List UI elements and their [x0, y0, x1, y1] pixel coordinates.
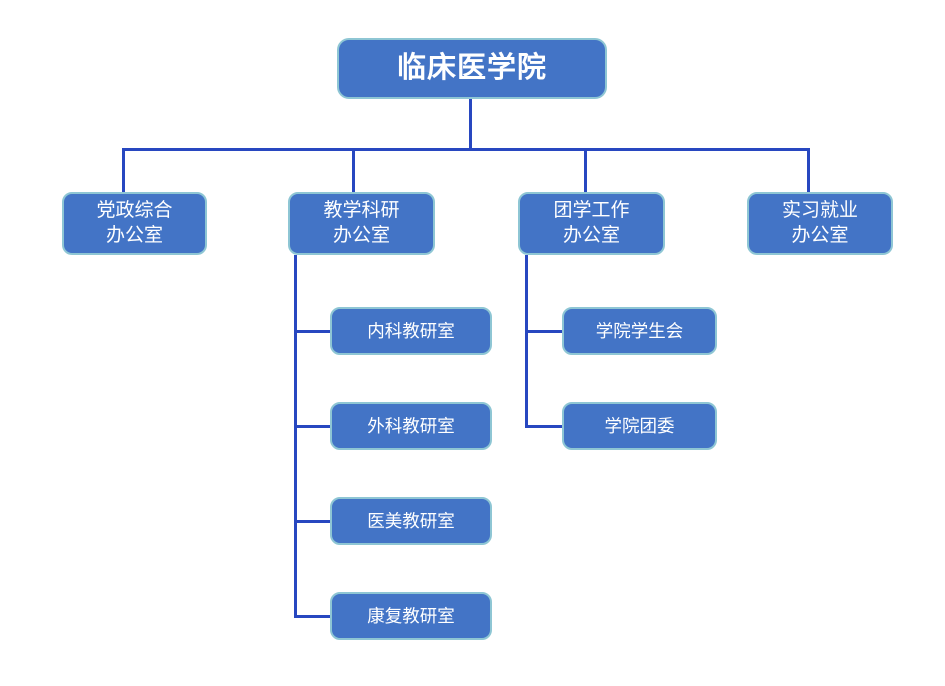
box-root-clinical-medical-college: 临床医学院 — [337, 38, 607, 99]
connector-youth-league-spine — [524, 255, 528, 428]
connector-elbow-internal-medicine — [293, 329, 332, 333]
connector-elbow-league-committee — [524, 424, 564, 428]
connector-root-drop — [468, 98, 472, 150]
box-dept-youth-league-office: 团学工作 办公室 — [518, 192, 665, 255]
connector-drop-party-admin — [121, 147, 125, 193]
connector-drop-internship — [806, 147, 810, 193]
connector-drop-youth-league — [583, 147, 587, 193]
box-surgery-teaching-section: 外科教研室 — [330, 402, 492, 450]
box-dept-teaching-research-office: 教学科研 办公室 — [288, 192, 435, 255]
box-college-student-union: 学院学生会 — [562, 307, 717, 355]
box-medical-aesthetics-teaching-section: 医美教研室 — [330, 497, 492, 545]
box-college-league-committee: 学院团委 — [562, 402, 717, 450]
box-dept-party-admin-office: 党政综合 办公室 — [62, 192, 207, 255]
connector-elbow-medical-aesthetics — [293, 519, 332, 523]
box-rehabilitation-teaching-section: 康复教研室 — [330, 592, 492, 640]
connector-teaching-research-spine — [293, 255, 297, 618]
box-dept-internship-employment-office: 实习就业 办公室 — [747, 192, 893, 255]
connector-drop-teaching-research — [351, 147, 355, 193]
connector-elbow-surgery — [293, 424, 332, 428]
connector-elbow-rehabilitation — [293, 614, 332, 618]
connector-elbow-student-union — [524, 329, 564, 333]
box-internal-medicine-teaching-section: 内科教研室 — [330, 307, 492, 355]
connector-departments-bus — [121, 147, 810, 151]
